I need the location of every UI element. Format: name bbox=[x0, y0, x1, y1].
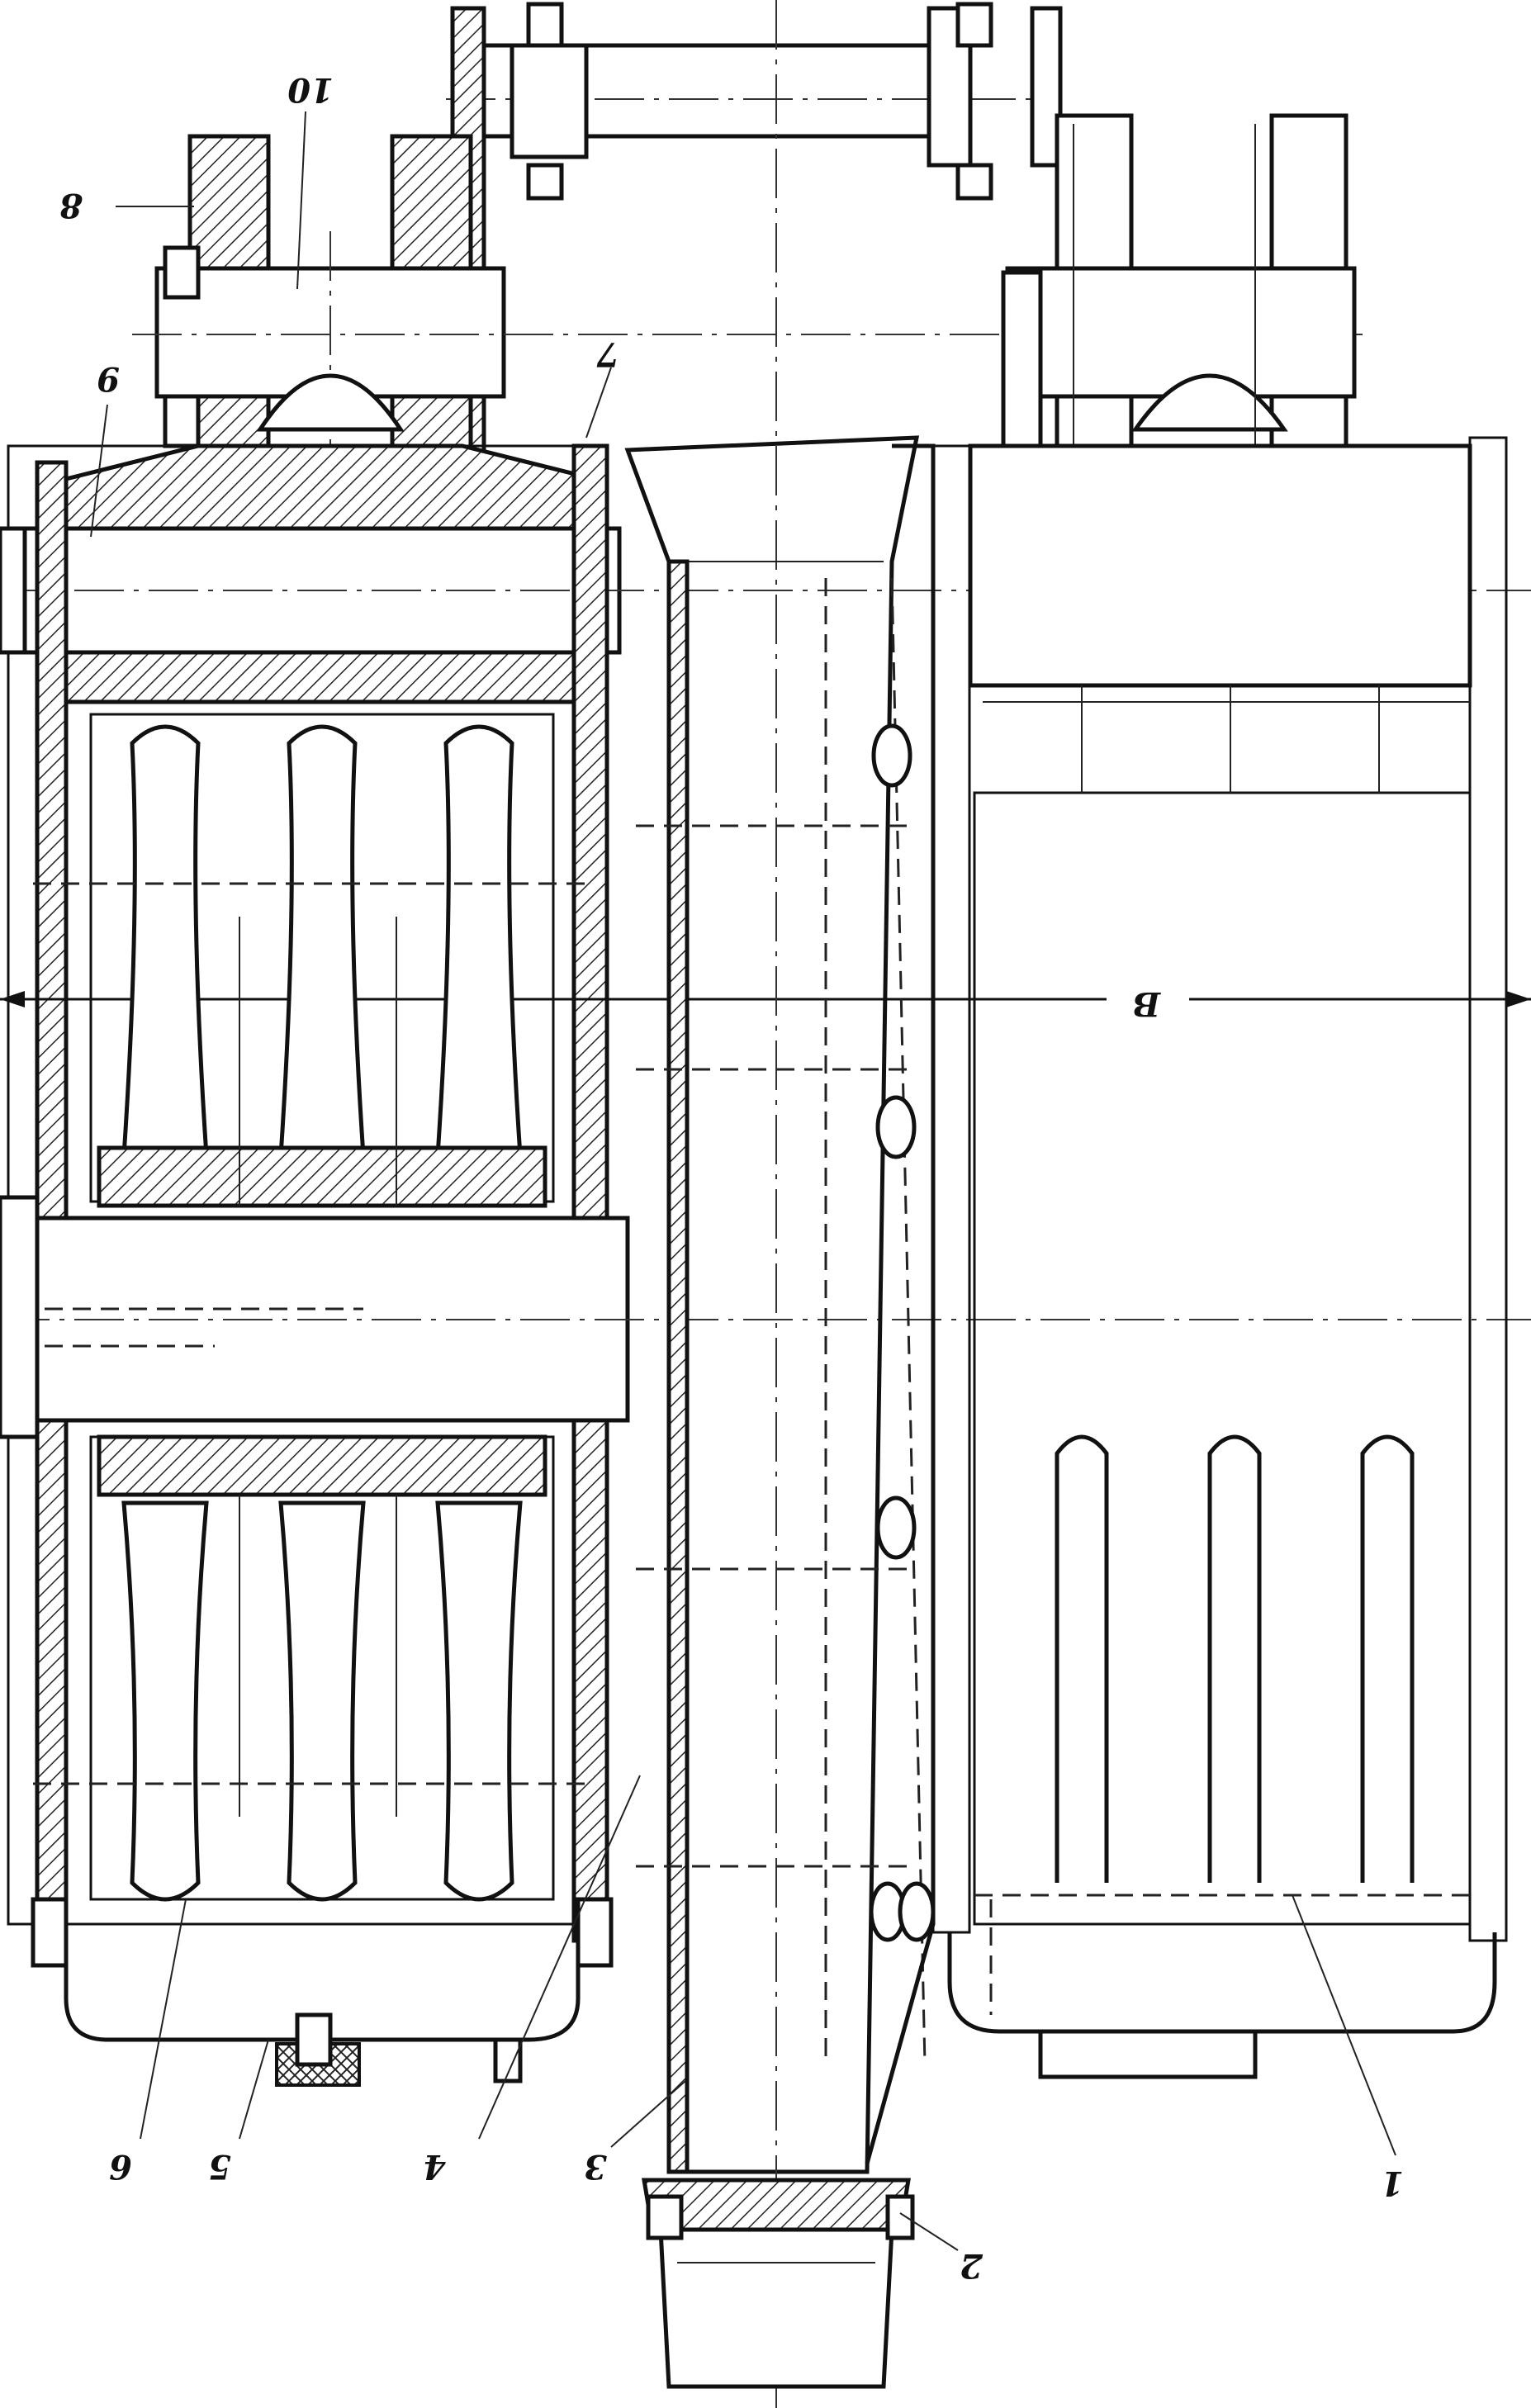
upper-right-bearing bbox=[1001, 113, 1357, 514]
label-1: 1 bbox=[1381, 2164, 1404, 2202]
part-labels: 1 2 3 4 5 6 7 8 9 10 B bbox=[59, 70, 1404, 2285]
label-2: 2 bbox=[960, 2246, 984, 2285]
label-4: 4 bbox=[423, 2147, 446, 2186]
label-8: 8 bbox=[59, 186, 83, 225]
top-linkage bbox=[446, 2, 1063, 473]
label-10: 10 bbox=[287, 70, 334, 109]
label-9: 9 bbox=[97, 359, 120, 398]
label-7: 7 bbox=[596, 334, 619, 373]
lower-wheels bbox=[33, 1434, 595, 1902]
right-basket bbox=[931, 436, 1508, 2079]
left-drum bbox=[0, 443, 1531, 2087]
upper-left-bearing bbox=[132, 134, 1363, 479]
label-6: 6 bbox=[109, 2147, 132, 2186]
leader-lines bbox=[90, 111, 1396, 2251]
label-5: 5 bbox=[208, 2147, 231, 2186]
label-3: 3 bbox=[584, 2147, 607, 2186]
central-chute bbox=[624, 0, 936, 2408]
upper-wheels bbox=[33, 724, 595, 1208]
label-dimension-b: B bbox=[1132, 984, 1161, 1023]
